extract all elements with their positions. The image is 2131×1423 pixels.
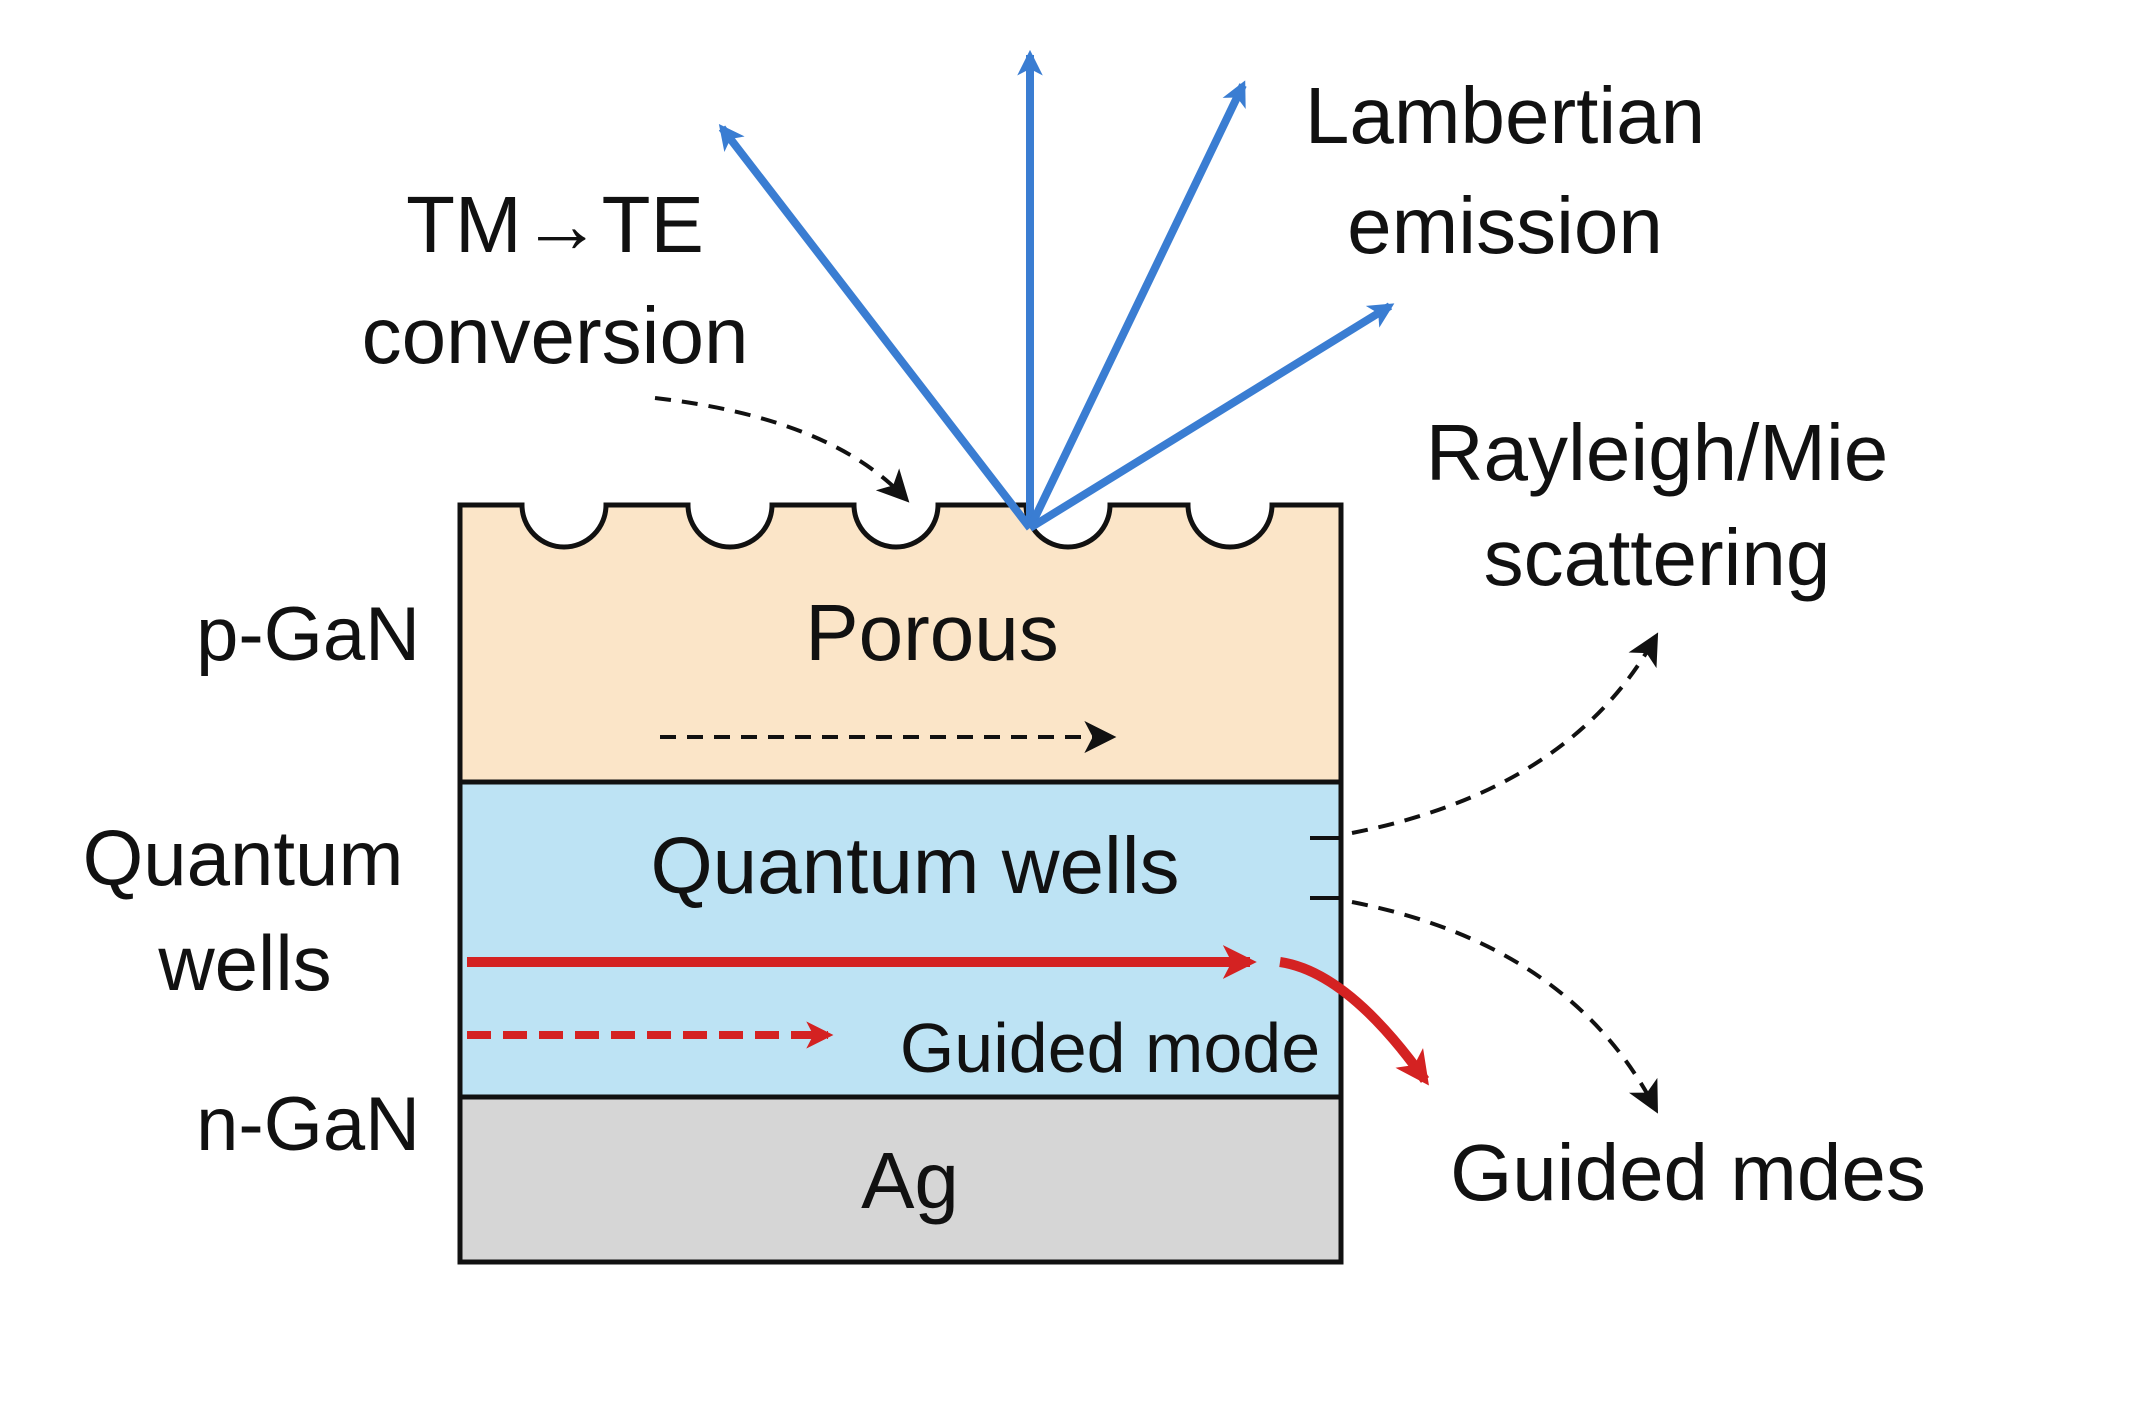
rayleigh-label-line1: Rayleigh/Mie bbox=[1426, 408, 1888, 497]
guided-mode-arrows bbox=[467, 944, 1430, 1086]
ag-label: Ag bbox=[861, 1136, 959, 1225]
tm-te-label-line2: conversion bbox=[362, 291, 749, 380]
p-gan-label: p-GaN bbox=[196, 592, 420, 677]
tm-te-dashed-arrow bbox=[654, 396, 910, 503]
emission-arrow bbox=[1026, 80, 1247, 530]
dashed-arrows bbox=[654, 396, 1659, 1114]
porous-p-gan-layer bbox=[457, 502, 1344, 785]
tm-te-label-line1: TM→TE bbox=[406, 180, 704, 269]
rayleigh-dashed-arrow bbox=[1351, 632, 1659, 835]
guided-mdes-dashed-arrow bbox=[1351, 900, 1658, 1114]
quantum-wells-side-label-line1: Quantum bbox=[83, 814, 404, 902]
quantum-wells-layer bbox=[457, 779, 1344, 1100]
rayleigh-label-line2: scattering bbox=[1484, 513, 1831, 602]
guided-mdes-label: Guided mdes bbox=[1450, 1128, 1926, 1217]
emission-arrow bbox=[1027, 302, 1395, 532]
quantum-wells-side-label-line2: wells bbox=[157, 919, 331, 1007]
porous-label: Porous bbox=[805, 588, 1058, 677]
emission-arrow bbox=[718, 123, 1034, 531]
lambertian-label-line2: emission bbox=[1347, 181, 1663, 270]
quantum-wells-inner-label: Quantum wells bbox=[650, 821, 1179, 910]
ag-layer bbox=[457, 1094, 1344, 1265]
lambertian-label-line1: Lambertian bbox=[1305, 71, 1705, 160]
guided-mode-label: Guided mode bbox=[900, 1009, 1320, 1087]
lambertian-emission-arrows bbox=[718, 49, 1395, 532]
guided-mode-escape-arrow bbox=[1279, 957, 1430, 1086]
n-gan-label: n-GaN bbox=[196, 1082, 420, 1167]
